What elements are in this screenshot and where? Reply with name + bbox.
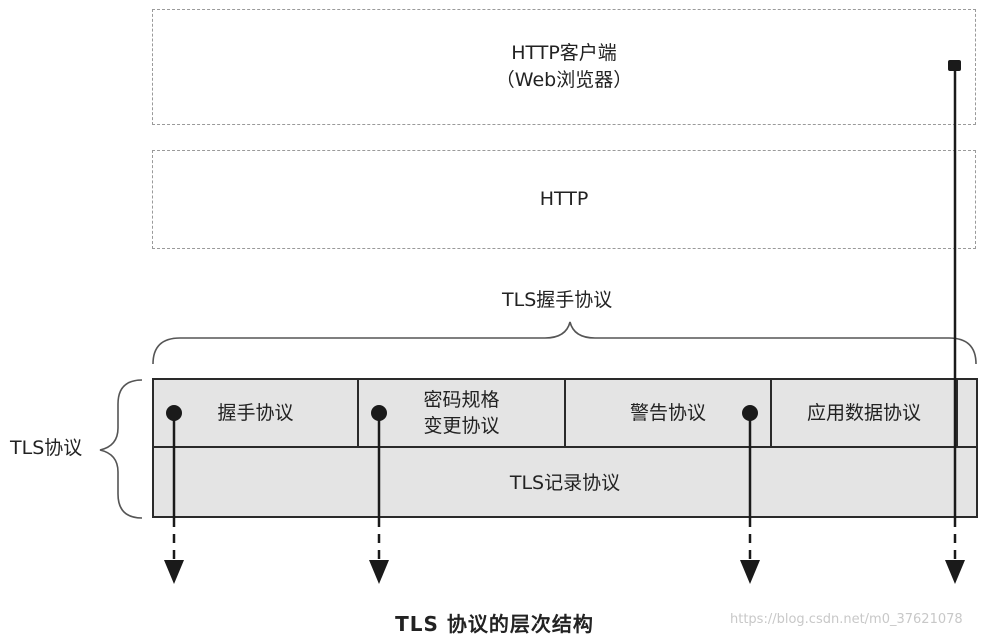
http-client-subtitle: （Web浏览器） [495,69,633,91]
application-data-protocol-cell: 应用数据协议 [772,380,958,446]
tls-record-protocol-row: TLS记录协议 [154,448,976,515]
alert-protocol-label: 警告协议 [629,402,706,424]
http-client-title: HTTP客户端 [511,42,617,64]
handshake-protocol-cell: 握手协议 [154,380,359,446]
tls-protocol-brace-label: TLS协议 [10,437,83,459]
http-layer-label: HTTP [539,188,589,210]
tls-handshake-brace-label: TLS握手协议 [502,289,613,311]
change-cipher-spec-protocol-cell: 密码规格 变更协议 [359,380,566,446]
tls-record-protocol-label: TLS记录协议 [509,472,621,494]
handshake-brace [152,321,977,365]
figure-caption: TLS 协议的层次结构 [395,612,594,636]
alert-protocol-cell: 警告协议 [566,380,772,446]
handshake-protocol-label: 握手协议 [217,402,294,424]
http-layer: HTTP [152,150,976,249]
tls-protocol-stack: 握手协议 密码规格 变更协议 警告协议 应用数据协议 TLS记录协议 [152,378,978,518]
watermark-text: https://blog.csdn.net/m0_37621078 [730,612,963,627]
application-data-protocol-label: 应用数据协议 [806,402,921,424]
tls-protocol-brace [99,379,143,519]
tls-subprotocol-row: 握手协议 密码规格 变更协议 警告协议 应用数据协议 [154,380,976,448]
passthrough-rail-cell [958,380,975,446]
http-client-layer: HTTP客户端 （Web浏览器） [152,9,976,125]
change-cipher-spec-label-line2: 变更协议 [423,415,500,437]
change-cipher-spec-label-line1: 密码规格 [423,389,500,411]
